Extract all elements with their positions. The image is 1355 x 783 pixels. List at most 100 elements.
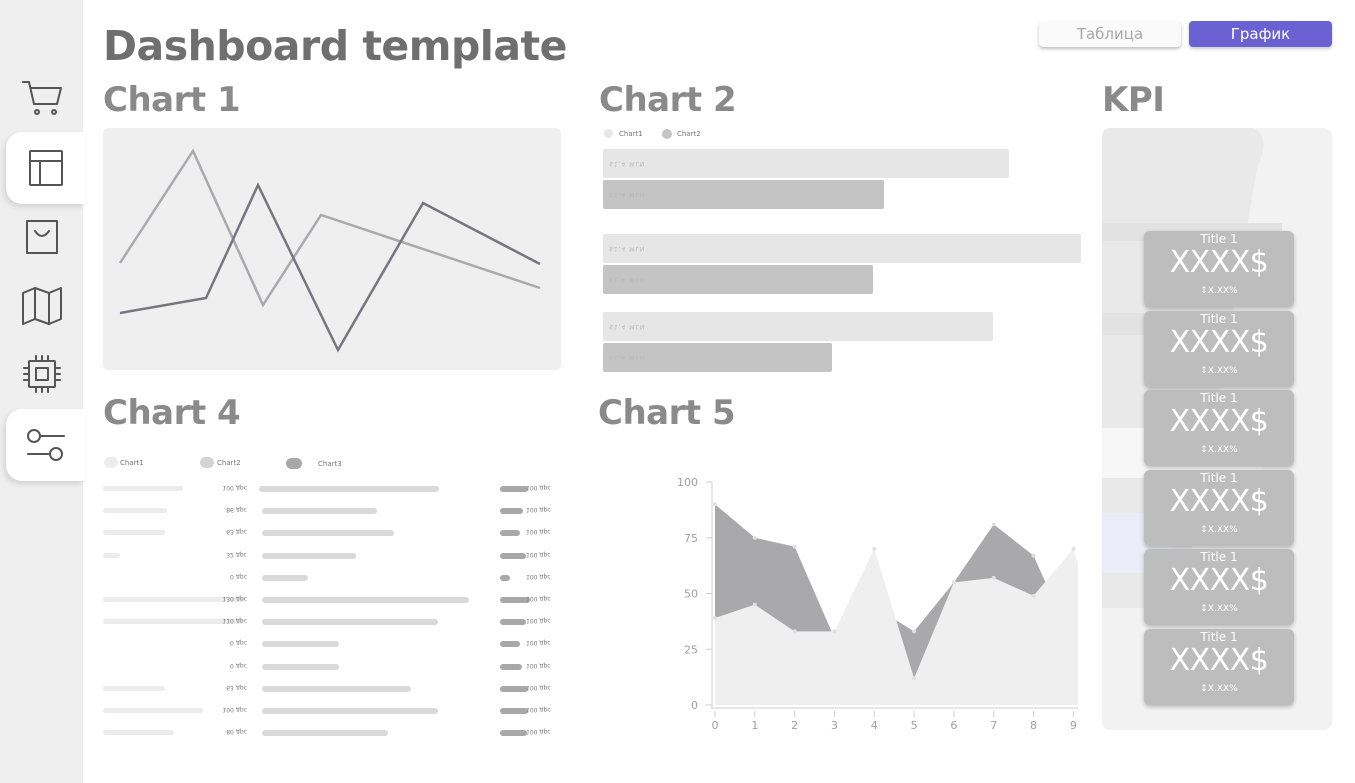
chart4-legend-label-3: Chart3 <box>318 460 342 468</box>
chart2-bar <box>603 312 993 341</box>
chart4-bar-2 <box>262 641 339 648</box>
chart5-x-tick-label: 0 <box>712 719 719 732</box>
chart5-y-tick-label: 0 <box>691 699 698 712</box>
chart2-bar-label: $1,4 MLN <box>609 245 646 252</box>
chart4-right-label: 100 дрс <box>526 639 551 647</box>
chart4-row: 0 дрс 100 дрс <box>103 639 553 649</box>
chart2-legend-dot-1 <box>604 129 613 138</box>
chart2-bar <box>603 180 884 209</box>
kpi-card-delta: ↕X.XX% <box>1144 286 1294 296</box>
sidebar-item-bag[interactable] <box>0 201 83 273</box>
chart4-bar-2 <box>262 530 394 537</box>
chart4-bar-3 <box>500 486 528 492</box>
chart4-bar-2 <box>259 486 439 492</box>
chart5-x-tick-label: 4 <box>871 719 878 732</box>
kpi-card-title: Title 1 <box>1200 629 1238 644</box>
chart4-bar-1 <box>103 486 183 491</box>
chart4-row: 130 дрс 100 дрс <box>103 595 553 605</box>
chart4-bar-3 <box>500 530 520 537</box>
chart4-bar-2 <box>262 508 377 515</box>
chart4-bar-3 <box>500 619 526 626</box>
page-title: Dashboard template <box>103 22 567 70</box>
sidebar-item-settings[interactable] <box>6 409 85 481</box>
chart4-legend-dot-2 <box>200 457 214 468</box>
chart2-bar-label: $1,4 MLN <box>609 160 646 167</box>
chart5-data-point <box>1071 546 1076 551</box>
chart4-legend-dot-1 <box>104 457 118 468</box>
chart4-right-label: 100 дрс <box>526 617 551 625</box>
sidebar-item-map[interactable] <box>0 270 83 342</box>
kpi-card-value: XXXX$ <box>1169 483 1269 519</box>
chart4-legend-dot-3 <box>286 458 302 469</box>
chart2-legend-label-1: Chart1 <box>619 130 643 138</box>
chart4-right-label: 100 дрс <box>526 595 551 602</box>
sidebar-item-chip[interactable] <box>0 338 83 410</box>
chart2-bar-label: $1,4 MLN <box>609 323 646 330</box>
kpi-card-delta: ↕X.XX% <box>1144 684 1294 694</box>
kpi-card-value: XXXX$ <box>1169 404 1269 439</box>
chart5-data-point <box>792 544 797 549</box>
chart4-right-label: 100 дрс <box>526 572 551 580</box>
chart4-bar-1 <box>103 508 167 514</box>
sliders-icon <box>26 429 65 461</box>
chart4-title: Chart 4 <box>103 393 241 433</box>
chart5-x-tick-label: 9 <box>1070 719 1077 732</box>
kpi-card-delta: ↕X.XX% <box>1144 525 1294 535</box>
kpi-card-title: Title 1 <box>1200 470 1238 485</box>
chart1-title: Chart 1 <box>103 80 241 120</box>
chart4-bar-3 <box>500 708 528 714</box>
chart4-bar-1 <box>103 730 174 736</box>
chart4-value-label: 130 дрс <box>222 595 247 602</box>
chart5-x-tick-label: 7 <box>990 719 997 732</box>
sidebar <box>0 0 85 783</box>
chart5-data-point <box>752 535 757 540</box>
chart4-bar-3 <box>500 685 528 692</box>
chart2-bar <box>603 265 873 294</box>
chart4-bar-1 <box>103 597 245 602</box>
chart2-legend-label-2: Chart2 <box>677 130 701 138</box>
chart4-bar-2 <box>262 663 339 670</box>
chart4-value-label: 0 дрс <box>230 572 247 580</box>
kpi-card-delta-value: X.XX% <box>1207 365 1238 376</box>
bag-icon <box>25 220 58 254</box>
chart1-series-line <box>118 148 541 308</box>
chart4-value-label: 32 дрс <box>226 550 247 558</box>
kpi-card-delta-value: X.XX% <box>1207 445 1238 455</box>
chart2-bar-label: $1,4 MLN <box>609 354 646 361</box>
chart5-data-point <box>832 629 837 634</box>
chart4-value-label: 63 дрс <box>226 528 247 536</box>
chart4-bar-2 <box>262 552 356 559</box>
sidebar-item-cart[interactable] <box>0 62 83 134</box>
kpi-card-delta-value: X.XX% <box>1207 683 1238 694</box>
chart4-value-label: 80 дрс <box>226 728 247 736</box>
chart4-bar-1 <box>103 619 243 625</box>
main-content: Dashboard template Таблица График Chart … <box>83 0 1355 783</box>
chart4-bar-3 <box>500 641 520 648</box>
chart4-value-label: 86 дрс <box>226 506 247 514</box>
graph-view-button[interactable]: График <box>1189 21 1332 47</box>
sidebar-item-layout[interactable] <box>6 132 85 204</box>
chart4-bar-2 <box>262 685 411 692</box>
chart5-y-tick-label: 25 <box>684 643 698 656</box>
chart5-data-point <box>1031 553 1036 558</box>
chart2-bar <box>603 343 832 372</box>
arrow-updown-icon: ↕ <box>1200 286 1208 296</box>
chart5-y-tick-label: 100 <box>677 476 698 489</box>
chart2-title: Chart 2 <box>599 80 737 120</box>
chart4-value-label: 0 дрс <box>230 639 247 647</box>
table-view-button[interactable]: Таблица <box>1039 21 1181 47</box>
kpi-card-title: Title 1 <box>1200 550 1238 564</box>
layout-icon <box>28 150 63 186</box>
kpi-card-title: Title 1 <box>1200 311 1238 326</box>
